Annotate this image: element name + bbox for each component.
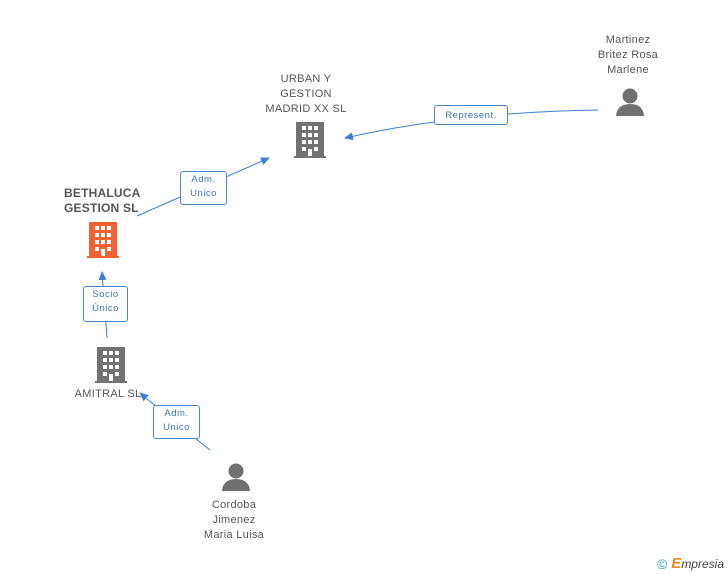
node-label-line: Martinez: [605, 34, 651, 46]
node-label-line: Maria Luisa: [203, 529, 265, 541]
node-label-line: Britez Rosa: [597, 49, 659, 61]
node-label-line: Marlene: [607, 64, 649, 76]
person-icon[interactable]: [221, 463, 251, 491]
node-label-amitral: AMITRAL SL: [66, 387, 150, 402]
brand-initial: E: [671, 555, 682, 572]
edge-label-line: Represent.: [445, 110, 497, 121]
edge-label-socio-unico[interactable]: Socio Único: [83, 286, 128, 322]
node-label-line: URBAN Y: [280, 73, 332, 85]
edge-label-adm-unico-amitral[interactable]: Adm. Unico: [153, 405, 200, 439]
node-label-line: GESTION: [280, 88, 332, 100]
node-label-line: Cordoba: [211, 499, 257, 511]
edge-label-line: Unico: [163, 422, 190, 433]
node-label-martinez: Martinez Britez Rosa Marlene: [580, 33, 676, 78]
edge-label-adm-unico-bethaluca[interactable]: Adm. Unico: [180, 171, 227, 205]
edge-label-line: Adm.: [191, 174, 216, 185]
person-icon[interactable]: [615, 88, 645, 116]
node-label-line: MADRID XX SL: [265, 103, 347, 115]
building-icon[interactable]: [87, 222, 119, 258]
node-label-line: BETHALUCA: [64, 186, 141, 200]
building-icon[interactable]: [294, 122, 326, 158]
node-label-line: Jimenez: [212, 514, 256, 526]
node-label-urban: URBAN Y GESTION MADRID XX SL: [256, 72, 356, 117]
brand-rest: mpresia: [681, 557, 724, 571]
node-label-bethaluca: BETHALUCA GESTION SL: [64, 186, 154, 216]
edge-label-represent[interactable]: Represent.: [434, 105, 508, 125]
edge-label-line: Adm.: [164, 408, 189, 419]
edge-label-line: Único: [92, 303, 119, 314]
brand-logo[interactable]: Empresia: [671, 555, 724, 572]
edge-label-line: Unico: [190, 188, 217, 199]
building-icon[interactable]: [95, 347, 127, 383]
node-label-cordoba: Cordoba Jimenez Maria Luisa: [186, 498, 282, 543]
edge-label-line: Socio: [92, 289, 119, 300]
copyright-icon: ©: [656, 555, 668, 572]
node-label-line: GESTION SL: [64, 201, 139, 215]
copyright-footer: © Empresia: [657, 555, 724, 572]
node-label-line: AMITRAL SL: [74, 388, 142, 400]
